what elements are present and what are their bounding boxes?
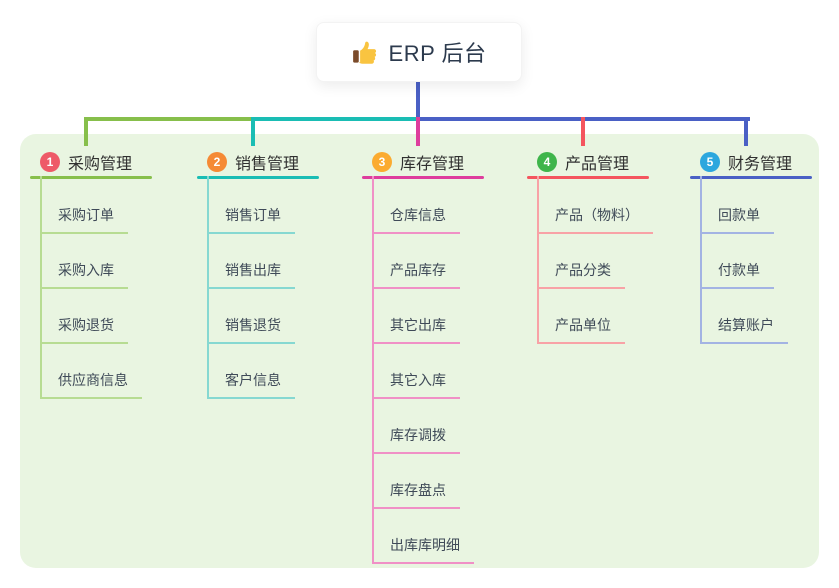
branch-number-badge: 1: [40, 152, 60, 172]
children-rail-line: [537, 176, 539, 344]
child-node[interactable]: 销售订单: [207, 179, 357, 234]
child-node-label: 客户信息: [207, 370, 295, 399]
child-node[interactable]: 结算账户: [700, 289, 839, 344]
child-node-label: 库存调拨: [372, 425, 460, 454]
child-node[interactable]: 出库库明细: [372, 509, 522, 564]
child-node[interactable]: 库存盘点: [372, 454, 522, 509]
children-rail-line: [40, 176, 42, 399]
branch-number-badge: 3: [372, 152, 392, 172]
child-node-label: 产品（物料）: [537, 205, 653, 234]
child-node-label: 销售出库: [207, 260, 295, 289]
branch-underline: [197, 176, 319, 179]
child-node[interactable]: 仓库信息: [372, 179, 522, 234]
branch-4: 4 产品管理产品（物料） 产品分类产品单位: [527, 151, 687, 344]
branch-1: 1 采购管理采购订单采购入库采购退货供应商信息: [30, 151, 190, 399]
child-node-label: 仓库信息: [372, 205, 460, 234]
child-node-label: 回款单: [700, 205, 774, 234]
child-node[interactable]: 销售出库: [207, 234, 357, 289]
child-node-label: 采购退货: [40, 315, 128, 344]
trunk-segment: [86, 117, 253, 121]
branch-header-4[interactable]: 4 产品管理: [527, 151, 687, 173]
child-node[interactable]: 销售退货: [207, 289, 357, 344]
branch-title: 财务管理: [728, 156, 793, 173]
branch-5: 5 财务管理回款单付款单结算账户: [690, 151, 839, 344]
child-node[interactable]: 产品（物料）: [537, 179, 687, 234]
branch-underline: [690, 176, 812, 179]
child-node[interactable]: 产品分类: [537, 234, 687, 289]
branch-children: 仓库信息产品库存其它出库其它入库库存调拨库存盘点出库库明细: [372, 176, 522, 564]
branch-underline: [30, 176, 152, 179]
root-connector-line: [416, 82, 420, 121]
trunk-segment: [253, 117, 418, 121]
root-node[interactable]: ERP 后台: [316, 22, 522, 82]
child-node-label: 产品库存: [372, 260, 460, 289]
child-node-label: 结算账户: [700, 315, 788, 344]
child-node[interactable]: 采购订单: [40, 179, 190, 234]
child-node[interactable]: 产品库存: [372, 234, 522, 289]
child-node[interactable]: 采购入库: [40, 234, 190, 289]
branch-children: 销售订单销售出库销售退货客户信息: [207, 176, 357, 399]
children-rail-line: [207, 176, 209, 399]
branch-drop-line: [84, 117, 88, 146]
child-node[interactable]: 客户信息: [207, 344, 357, 399]
branch-2: 2 销售管理销售订单销售出库销售退货客户信息: [197, 151, 357, 399]
branch-underline: [527, 176, 649, 179]
children-rail-line: [372, 176, 374, 564]
child-node-label: 销售订单: [207, 205, 295, 234]
child-node-label: 付款单: [700, 260, 774, 289]
children-rail-line: [700, 176, 702, 344]
child-node-label: 出库库明细: [372, 535, 474, 564]
child-node[interactable]: 其它出库: [372, 289, 522, 344]
child-node[interactable]: 库存调拨: [372, 399, 522, 454]
child-node-label: 产品单位: [537, 315, 625, 344]
branch-children: 回款单付款单结算账户: [700, 176, 839, 344]
branch-3: 3 库存管理仓库信息产品库存其它出库其它入库库存调拨库存盘点出库库明细: [362, 151, 522, 564]
branch-underline: [362, 176, 484, 179]
child-node[interactable]: 回款单: [700, 179, 839, 234]
child-node-label: 产品分类: [537, 260, 625, 289]
branches-panel: [20, 134, 819, 568]
branch-header-1[interactable]: 1 采购管理: [30, 151, 190, 173]
child-node-label: 采购订单: [40, 205, 128, 234]
child-node-label: 采购入库: [40, 260, 128, 289]
branch-title: 产品管理: [565, 156, 630, 173]
child-node-label: 供应商信息: [40, 370, 142, 399]
child-node-label: 其它入库: [372, 370, 460, 399]
branch-drop-line: [581, 117, 585, 146]
branch-drop-line: [416, 117, 420, 146]
child-node-label: 库存盘点: [372, 480, 460, 509]
child-node-label: 销售退货: [207, 315, 295, 344]
child-node-label: 其它出库: [372, 315, 460, 344]
branch-children: 产品（物料） 产品分类产品单位: [537, 176, 687, 344]
branch-header-2[interactable]: 2 销售管理: [197, 151, 357, 173]
branch-children: 采购订单采购入库采购退货供应商信息: [40, 176, 190, 399]
branch-title: 采购管理: [68, 156, 133, 173]
child-node[interactable]: 采购退货: [40, 289, 190, 344]
thumbs-up-icon: [352, 39, 379, 66]
branch-drop-line: [251, 117, 255, 146]
child-node[interactable]: 供应商信息: [40, 344, 190, 399]
branch-title: 销售管理: [235, 156, 300, 173]
branch-number-badge: 5: [700, 152, 720, 172]
child-node[interactable]: 付款单: [700, 234, 839, 289]
child-node[interactable]: 产品单位: [537, 289, 687, 344]
root-title: ERP 后台: [388, 41, 487, 66]
branch-drop-line: [744, 117, 748, 146]
child-node[interactable]: 其它入库: [372, 344, 522, 399]
branch-header-5[interactable]: 5 财务管理: [690, 151, 839, 173]
branch-number-badge: 4: [537, 152, 557, 172]
branch-title: 库存管理: [400, 156, 465, 173]
branch-header-3[interactable]: 3 库存管理: [362, 151, 522, 173]
branch-number-badge: 2: [207, 152, 227, 172]
